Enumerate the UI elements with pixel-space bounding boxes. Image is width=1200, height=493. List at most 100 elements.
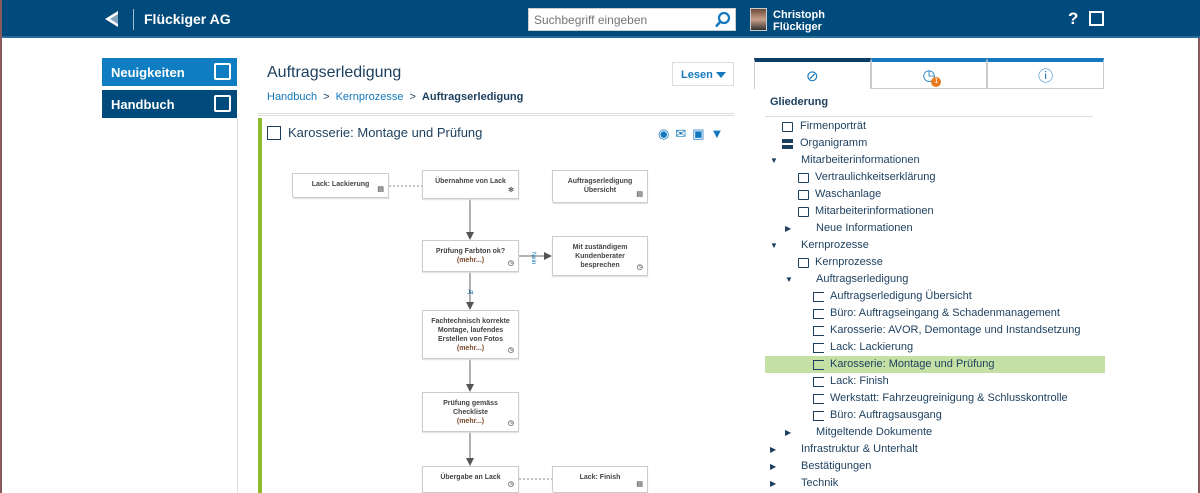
search-icon[interactable]: [714, 11, 732, 29]
tree-item[interactable]: ▶Bestätigungen: [765, 458, 1105, 475]
diagram-node-uebergabe[interactable]: Übergabe an Lack◷: [422, 466, 519, 493]
search-input[interactable]: [529, 9, 709, 30]
caret-right-icon[interactable]: ▶: [770, 462, 777, 471]
tab-gliederung[interactable]: ⊘: [754, 58, 871, 89]
process-icon: [813, 309, 824, 319]
tree-item[interactable]: Büro: Auftragseingang & Schadenmanagemen…: [765, 305, 1105, 322]
node-text: Erstellen von Fotos: [438, 336, 503, 343]
caret-down-icon[interactable]: ▼: [770, 156, 778, 165]
caret-right-icon[interactable]: ▶: [785, 224, 792, 233]
nav-handbuch[interactable]: Handbuch: [102, 90, 237, 118]
node-text: Prüfung gemäss: [443, 400, 498, 407]
tree-item[interactable]: Organigramm: [765, 135, 1105, 152]
card-title: Karosserie: Montage und Prüfung: [288, 125, 483, 140]
tree-item[interactable]: ▶Infrastruktur & Unterhalt: [765, 441, 1105, 458]
diagram-node-uebernahme[interactable]: Übernahme von Lack✻: [422, 170, 519, 199]
divider: [258, 113, 734, 116]
tree-item[interactable]: Büro: Auftragsausgang: [765, 407, 1105, 424]
chevron-down-icon[interactable]: ▼: [710, 126, 724, 141]
tree-item-label: Büro: Auftragseingang & Schadenmanagemen…: [830, 307, 1060, 319]
tree-item[interactable]: ▼ Kernprozesse: [765, 237, 1105, 254]
tree-item[interactable]: ▶Technik: [765, 475, 1105, 492]
breadcrumb-sep: >: [409, 91, 416, 103]
tree-item[interactable]: Karosserie: Montage und Prüfung: [765, 356, 1105, 373]
document-icon: ▤: [636, 481, 643, 488]
caret-right-icon[interactable]: ▶: [770, 445, 777, 454]
document-icon: [798, 258, 809, 268]
compass-icon: ⊘: [806, 67, 819, 85]
clock-icon: ◷: [507, 347, 514, 354]
breadcrumb-kernprozesse[interactable]: Kernprozesse: [335, 91, 404, 103]
node-text[interactable]: (mehr...): [456, 418, 485, 425]
mode-dropdown[interactable]: Lesen: [672, 62, 734, 86]
tree-item[interactable]: ▼ Auftragserledigung: [765, 271, 1105, 288]
comments-icon[interactable]: ▣: [692, 126, 705, 141]
diagram-node-finish[interactable]: Lack: Finish▤: [552, 466, 648, 493]
tree-item-label: Neue Informationen: [816, 222, 913, 234]
tree-item-label: Auftragserledigung: [816, 273, 909, 285]
user-last-name: Flückiger: [773, 21, 822, 33]
diagram-node-lack[interactable]: Lack: Lackierung▤: [292, 173, 389, 198]
tree-item[interactable]: Waschanlage: [765, 186, 1105, 203]
org-chart-icon: [782, 139, 793, 149]
tree-item-label: Karosserie: AVOR, Demontage und Instands…: [830, 324, 1081, 336]
edge-label-nein: Nein: [530, 252, 536, 264]
node-text: Lack: Lackierung: [311, 181, 370, 188]
node-text: Auftragserledigung: [567, 178, 633, 185]
tab-history[interactable]: ◷1: [870, 58, 988, 89]
eye-icon[interactable]: ◉: [658, 126, 670, 141]
document-icon: [798, 207, 809, 217]
brand-name[interactable]: Flückiger AG: [144, 11, 231, 27]
process-icon: [813, 360, 824, 370]
folder-icon: [801, 224, 812, 234]
tree-item[interactable]: Firmenporträt: [765, 118, 1105, 135]
gear-icon: ✻: [508, 187, 514, 194]
node-text: Übernahme von Lack: [435, 178, 506, 185]
caret-down-icon[interactable]: ▼: [785, 275, 793, 284]
tree-item[interactable]: Lack: Lackierung: [765, 339, 1105, 356]
caret-down-icon[interactable]: ▼: [770, 241, 778, 250]
mail-forward-icon[interactable]: ✉: [675, 126, 687, 141]
newspaper-icon: [214, 63, 231, 80]
breadcrumb-handbuch[interactable]: Handbuch: [267, 91, 318, 103]
tree-item-label: Kernprozesse: [801, 239, 869, 251]
tree-item[interactable]: ▶Mitgeltende Dokumente: [765, 424, 1105, 441]
nav-neuigkeiten[interactable]: Neuigkeiten: [102, 58, 237, 86]
process-icon: [813, 292, 824, 302]
avatar[interactable]: [750, 8, 767, 31]
node-text[interactable]: (mehr...): [456, 257, 485, 264]
caret-right-icon[interactable]: ▶: [770, 479, 777, 488]
document-icon: ▤: [636, 191, 643, 198]
logout-icon[interactable]: [1089, 11, 1104, 26]
tree-item[interactable]: ▶ Neue Informationen: [765, 220, 1105, 237]
node-text[interactable]: (mehr...): [456, 345, 485, 352]
tree-item[interactable]: Kernprozesse: [765, 254, 1105, 271]
caret-right-icon[interactable]: ▶: [785, 428, 792, 437]
nav-label: Neuigkeiten: [111, 65, 185, 80]
tree-item[interactable]: ▼Mitarbeiterinformationen: [765, 152, 1105, 169]
process-icon: [813, 411, 824, 421]
edge-label-ja: Ja: [467, 290, 474, 296]
tree-item[interactable]: Lack: Finish: [765, 373, 1105, 390]
diagram-node-farbton[interactable]: Prüfung Farbton ok?(mehr...)◷: [422, 240, 519, 272]
node-text: Übergabe an Lack: [440, 474, 501, 481]
tree-item[interactable]: Vertraulichkeitserklärung: [765, 169, 1105, 186]
tree-item-label: Lack: Finish: [830, 375, 889, 387]
tree-item[interactable]: Mitarbeiterinformationen: [765, 203, 1105, 220]
process-icon: [813, 394, 824, 404]
tree-item-label: Waschanlage: [815, 188, 882, 200]
tree-item[interactable]: Auftragserledigung Übersicht: [765, 288, 1105, 305]
tree-item[interactable]: Werkstatt: Fahrzeugreinigung & Schlussko…: [765, 390, 1105, 407]
divider: [237, 118, 238, 493]
tree-item[interactable]: Karosserie: AVOR, Demontage und Instands…: [765, 322, 1105, 339]
tab-info[interactable]: ⓘ: [987, 58, 1105, 89]
node-text: Montage, laufendes: [437, 327, 504, 334]
help-button[interactable]: ?: [1068, 9, 1079, 28]
node-text: Übersicht: [583, 187, 617, 194]
company-logo-icon[interactable]: [102, 9, 122, 29]
